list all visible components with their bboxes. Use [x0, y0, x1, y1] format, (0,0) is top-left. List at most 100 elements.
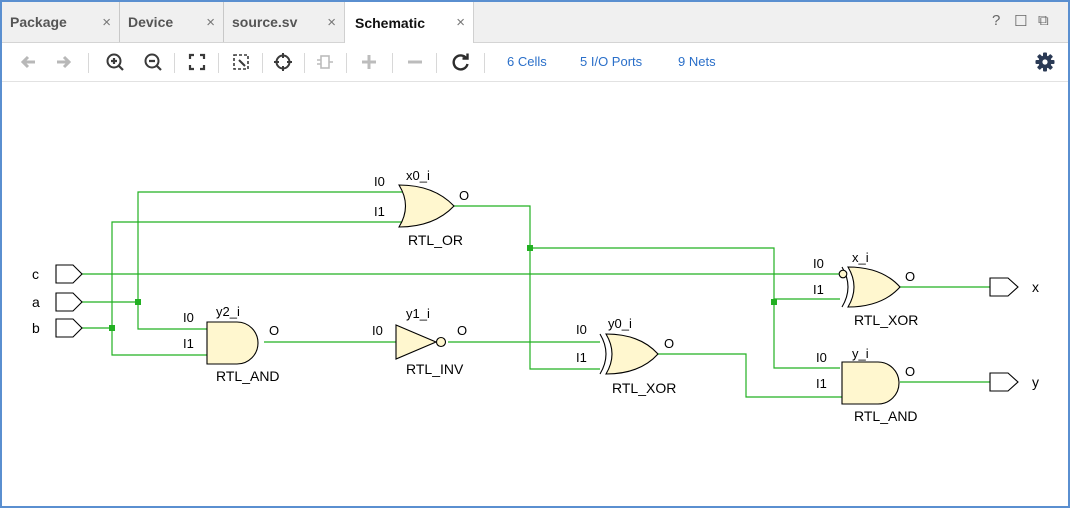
net-b[interactable] [82, 221, 402, 329]
port-a[interactable]: a [32, 292, 83, 312]
svg-text:y2_i: y2_i [216, 304, 240, 319]
net-junction [109, 325, 115, 331]
svg-text:O: O [269, 323, 279, 338]
svg-text:I0: I0 [374, 174, 385, 189]
svg-text:x: x [1032, 279, 1039, 295]
net-y0[interactable] [658, 353, 842, 398]
tab-label: Package [10, 14, 67, 30]
svg-text:a: a [32, 294, 40, 310]
close-icon[interactable]: × [327, 13, 336, 31]
svg-text:I1: I1 [813, 282, 824, 297]
svg-text:RTL_AND: RTL_AND [216, 368, 280, 384]
net-b-branch[interactable] [111, 328, 207, 356]
port-c[interactable]: c [32, 264, 83, 284]
svg-text:RTL_INV: RTL_INV [406, 361, 464, 377]
toolbar-separator [262, 53, 263, 73]
svg-text:x_i: x_i [852, 250, 869, 265]
schematic-canvas[interactable]: c a b x y x0_i I0 [2, 82, 1068, 506]
nets [82, 191, 990, 398]
expand-icon[interactable] [312, 49, 338, 75]
svg-text:I1: I1 [374, 204, 385, 219]
svg-text:I0: I0 [372, 323, 383, 338]
zoom-fit-icon[interactable] [184, 49, 210, 75]
add-icon[interactable] [356, 49, 382, 75]
cell-x0-or[interactable]: x0_i I0 I1 O RTL_OR [374, 168, 469, 248]
toolbar-separator [484, 53, 485, 73]
svg-text:O: O [905, 269, 915, 284]
svg-text:y1_i: y1_i [406, 306, 430, 321]
svg-text:RTL_AND: RTL_AND [854, 408, 918, 424]
port-y[interactable]: y [989, 372, 1039, 392]
help-icon[interactable]: ? [992, 12, 1001, 29]
net-x0-branch[interactable] [530, 247, 840, 369]
net-y0-branch[interactable] [773, 298, 840, 302]
net-x0[interactable] [454, 205, 600, 370]
cell-y-and[interactable]: y_i I0 I1 O RTL_AND [816, 346, 918, 424]
float-icon[interactable]: ⧉ [1038, 12, 1049, 29]
toolbar-separator [174, 53, 175, 73]
toolbar-separator [304, 53, 305, 73]
svg-text:c: c [32, 266, 39, 282]
svg-text:I1: I1 [576, 350, 587, 365]
tab-source-sv[interactable]: source.sv × [224, 2, 344, 42]
cell-y2-and[interactable]: y2_i I0 I1 O RTL_AND [183, 304, 280, 384]
svg-text:y: y [1032, 374, 1039, 390]
svg-text:RTL_XOR: RTL_XOR [612, 380, 676, 396]
tab-label: Schematic [355, 14, 426, 31]
tab-schematic[interactable]: Schematic × [344, 2, 474, 43]
svg-text:RTL_OR: RTL_OR [408, 232, 463, 248]
zoom-area-icon[interactable] [228, 49, 254, 75]
refresh-icon[interactable] [448, 49, 474, 75]
port-b[interactable]: b [32, 318, 83, 338]
svg-text:O: O [459, 188, 469, 203]
select-icon[interactable] [270, 49, 296, 75]
schematic-diagram: c a b x y x0_i I0 [32, 168, 1039, 424]
svg-text:I0: I0 [576, 322, 587, 337]
tab-label: Device [128, 14, 174, 30]
net-a-branch[interactable] [137, 302, 207, 330]
svg-text:y_i: y_i [852, 346, 869, 361]
restore-icon[interactable]: ☐ [1014, 13, 1028, 30]
close-icon[interactable]: × [456, 14, 465, 31]
zoom-out-icon[interactable] [140, 49, 166, 75]
svg-text:O: O [905, 364, 915, 379]
gear-icon[interactable] [1032, 49, 1058, 75]
toolbar-separator [392, 53, 393, 73]
svg-text:RTL_XOR: RTL_XOR [854, 312, 918, 328]
cell-y0-xor[interactable]: y0_i I0 I1 O RTL_XOR [576, 316, 676, 396]
close-icon[interactable]: × [206, 13, 215, 31]
svg-text:I0: I0 [816, 350, 827, 365]
tab-package[interactable]: Package × [2, 2, 120, 42]
io-ports-link[interactable]: 5 I/O Ports [580, 54, 643, 69]
svg-text:x0_i: x0_i [406, 168, 430, 183]
cells-link[interactable]: 6 Cells [507, 54, 547, 69]
tab-device[interactable]: Device × [120, 2, 224, 42]
net-a[interactable] [82, 191, 402, 303]
toolbar-separator [88, 53, 89, 73]
close-icon[interactable]: × [102, 13, 111, 31]
remove-icon[interactable] [402, 49, 428, 75]
zoom-in-icon[interactable] [102, 49, 128, 75]
nets-link[interactable]: 9 Nets [678, 54, 716, 69]
svg-text:I1: I1 [183, 336, 194, 351]
svg-text:I1: I1 [816, 376, 827, 391]
net-junction [135, 299, 141, 305]
cell-x-xor[interactable]: x_i I0 I1 O RTL_XOR [813, 250, 918, 328]
svg-text:O: O [664, 336, 674, 351]
toolbar-separator [346, 53, 347, 73]
cell-y1-inv[interactable]: y1_i I0 O RTL_INV [372, 306, 467, 377]
svg-text:b: b [32, 320, 40, 336]
toolbar: 6 Cells 5 I/O Ports 9 Nets [2, 43, 1068, 82]
toolbar-separator [218, 53, 219, 73]
svg-text:I0: I0 [813, 256, 824, 271]
net-junction [771, 299, 777, 305]
tab-label: source.sv [232, 14, 298, 30]
forward-icon[interactable] [50, 49, 76, 75]
back-icon[interactable] [16, 49, 42, 75]
toolbar-separator [436, 53, 437, 73]
svg-text:O: O [457, 323, 467, 338]
port-x[interactable]: x [989, 277, 1039, 297]
svg-text:y0_i: y0_i [608, 316, 632, 331]
net-junction [527, 245, 533, 251]
